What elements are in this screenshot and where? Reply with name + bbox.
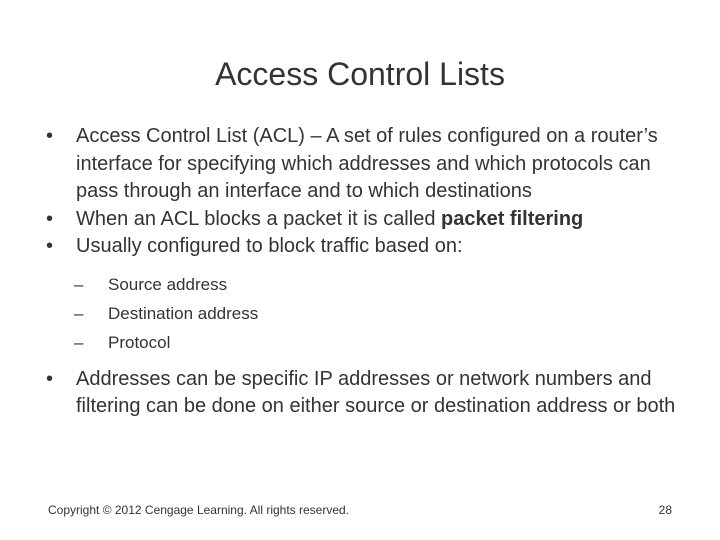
sub-marker: – — [74, 303, 84, 323]
sub-item-protocol: – Protocol — [74, 328, 686, 357]
sub-item-source-address: – Source address — [74, 270, 686, 299]
bullet-marker: • — [46, 207, 54, 230]
sub-list-wrapper: – Source address – Destination address –… — [46, 270, 686, 357]
bullet-item-acl-definition: • Access Control List (ACL) – A set of r… — [46, 123, 686, 206]
bullet-bold-term: packet filtering — [441, 207, 584, 230]
sub-item-text: Protocol — [108, 332, 171, 352]
bullet-list: • Access Control List (ACL) – A set of r… — [46, 123, 686, 421]
sub-item-destination-address: – Destination address — [74, 299, 686, 328]
slide-title: Access Control Lists — [215, 56, 505, 92]
bullet-text: Addresses can be specific IP addresses o… — [76, 367, 676, 418]
bullet-item-block-traffic: • Usually configured to block traffic ba… — [46, 233, 686, 261]
bullet-item-packet-filtering: • When an ACL blocks a packet it is call… — [46, 206, 686, 234]
bullet-text: Usually configured to block traffic base… — [76, 235, 463, 257]
sub-item-text: Destination address — [108, 303, 259, 323]
sub-item-text: Source address — [108, 274, 228, 294]
sub-marker: – — [74, 274, 84, 294]
bullet-item-addresses: • Addresses can be specific IP addresses… — [46, 366, 686, 421]
bullet-marker: • — [46, 235, 54, 257]
footer-page-number: 28 — [658, 503, 672, 517]
bullet-marker: • — [46, 125, 54, 147]
sub-bullet-list: – Source address – Destination address –… — [46, 270, 686, 357]
bullet-text: When an ACL blocks a packet it is called — [76, 207, 441, 230]
bullet-text: Access Control List (ACL) – A set of rul… — [76, 125, 658, 202]
footer-copyright: Copyright © 2012 Cengage Learning. All r… — [48, 503, 350, 517]
bullet-marker: • — [46, 367, 54, 390]
sub-marker: – — [74, 332, 84, 352]
